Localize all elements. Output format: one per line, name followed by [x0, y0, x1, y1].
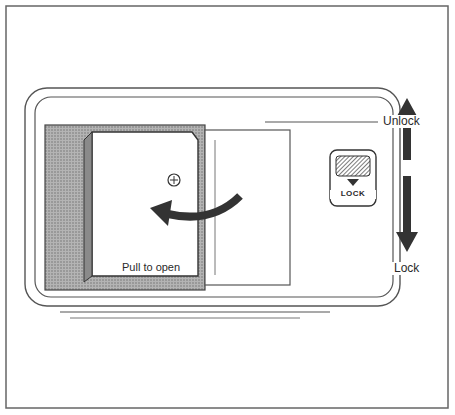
trim-line: [60, 311, 330, 312]
lock-arrow: [396, 176, 418, 252]
door-handle: [92, 132, 198, 276]
screw-slot: [174, 176, 175, 184]
screw: [168, 174, 180, 186]
unlock-label: Unlock: [381, 115, 422, 128]
lock-indicator: [347, 179, 359, 186]
unlock-arrow: [396, 98, 418, 160]
trim-panel-outer: [25, 88, 400, 306]
lock-label: Lock: [392, 262, 421, 275]
cavity-edge: [215, 140, 216, 275]
handle-recess: [45, 125, 205, 290]
trim-line: [70, 318, 300, 319]
button-label: LOCK: [330, 190, 376, 199]
handle-side: [84, 132, 92, 282]
lock-button: [330, 150, 376, 206]
pull-arrowhead: [150, 200, 172, 226]
handle-instruction: Pull to open: [120, 261, 182, 273]
trim-panel-inner: [35, 97, 393, 297]
trim-line: [265, 121, 378, 122]
pull-arrow: [168, 196, 240, 217]
lock-knob: [336, 156, 370, 176]
picture-frame: [6, 6, 448, 408]
